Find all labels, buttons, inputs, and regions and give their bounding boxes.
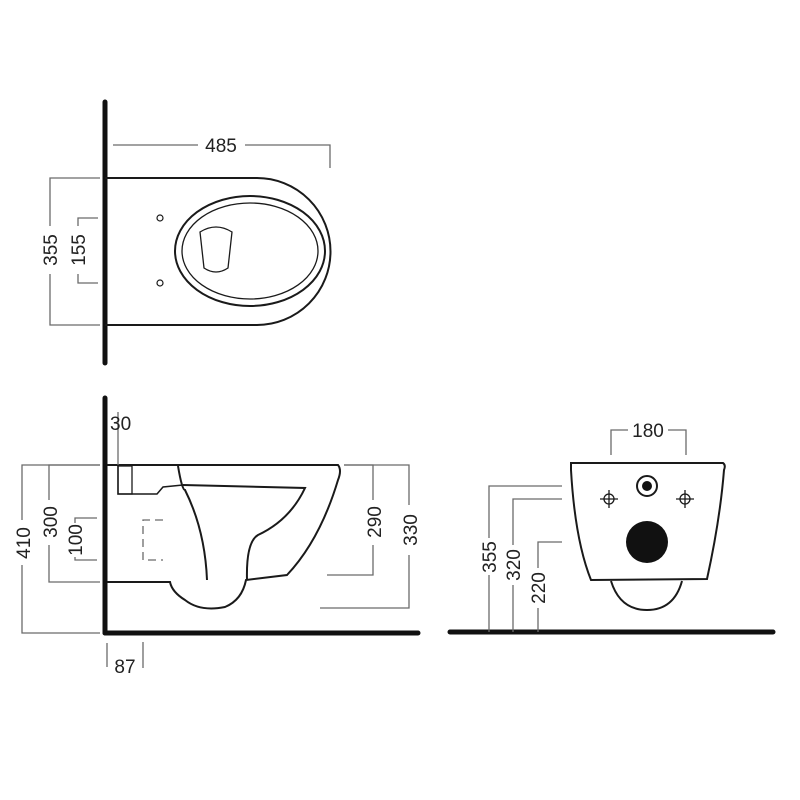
dimension-wall-offset: 30 (110, 414, 131, 435)
dimension-line-220 (537, 541, 562, 632)
dimension-line-depth (49, 177, 100, 326)
water-inlet-ring (636, 475, 658, 497)
bowl-base-arc (610, 580, 683, 612)
seat-outer (174, 195, 326, 307)
dimension-line-330 (320, 464, 410, 609)
dimension-line-100 (74, 517, 97, 561)
dimension-line-180 (610, 429, 687, 455)
bowl-inner (182, 484, 307, 581)
dimension-fixing-height: 320 (504, 549, 525, 581)
dimension-line-320 (512, 498, 562, 632)
dimension-fixing-spacing: 155 (69, 234, 90, 266)
dimension-outlet-height: 220 (529, 572, 550, 604)
water-inlet (642, 481, 652, 491)
dimension-outlet-projection: 87 (114, 657, 135, 678)
dimension-rear-fixing-spacing: 180 (632, 421, 664, 442)
dimension-line-width (113, 144, 331, 168)
dimension-waste-opening: 100 (66, 524, 87, 556)
seat-inner (181, 202, 319, 300)
side-view: 30 410 300 100 290 330 87 (14, 395, 422, 678)
hidden-outlet (142, 519, 163, 561)
bowl-outline (105, 177, 332, 326)
waste-outlet (626, 521, 668, 563)
dimension-rim-to-bottom: 290 (365, 506, 386, 538)
trap-inner (177, 465, 208, 581)
dimension-waste-height: 300 (41, 506, 62, 538)
fixing-hole-left (600, 490, 618, 508)
dimension-width: 485 (205, 136, 237, 157)
inlet-connector (117, 465, 133, 495)
dimension-inlet-height: 355 (480, 541, 501, 573)
drain-opening (199, 226, 233, 273)
fixing-hole-right (676, 490, 694, 508)
fixing-hole (156, 214, 164, 222)
rear-inlet (117, 466, 184, 495)
dimension-overall-height: 410 (14, 527, 35, 559)
dimension-line-300 (48, 464, 100, 583)
dimension-line-87 (106, 642, 144, 668)
bowl-profile (107, 464, 341, 610)
dimension-rim-to-lowest: 330 (401, 514, 422, 546)
top-view: 485 355 155 (41, 99, 332, 366)
fixing-hole (156, 279, 164, 287)
bowl-rear-outline (570, 462, 726, 582)
dimension-line-355 (488, 485, 562, 632)
dimension-line-fixing (77, 217, 98, 284)
rear-view: 180 355 320 220 (447, 421, 776, 635)
dimension-depth: 355 (41, 234, 62, 266)
